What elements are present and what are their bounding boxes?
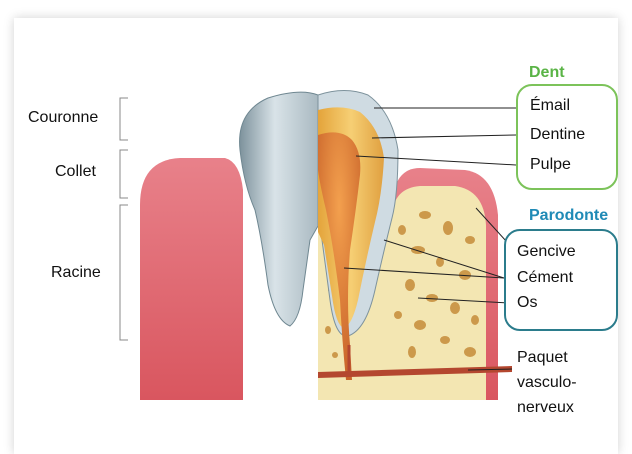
label-cement: Cément	[517, 269, 573, 287]
tooth-exterior	[240, 92, 318, 326]
gum	[140, 158, 243, 400]
label-racine: Racine	[51, 264, 101, 282]
group-heading-dent: Dent	[529, 64, 565, 82]
label-paquet-line3: nerveux	[517, 399, 574, 417]
label-os: Os	[517, 294, 537, 312]
label-gencive: Gencive	[517, 243, 576, 261]
label-paquet-line1: Paquet	[517, 349, 568, 367]
group-heading-parodonte: Parodonte	[529, 207, 608, 225]
label-pulpe: Pulpe	[530, 156, 571, 174]
label-couronne: Couronne	[28, 109, 98, 127]
brackets	[120, 98, 128, 340]
label-email: Émail	[530, 97, 570, 115]
label-paquet-line2: vasculo-	[517, 374, 577, 392]
label-dentine: Dentine	[530, 126, 585, 144]
label-collet: Collet	[55, 163, 96, 181]
